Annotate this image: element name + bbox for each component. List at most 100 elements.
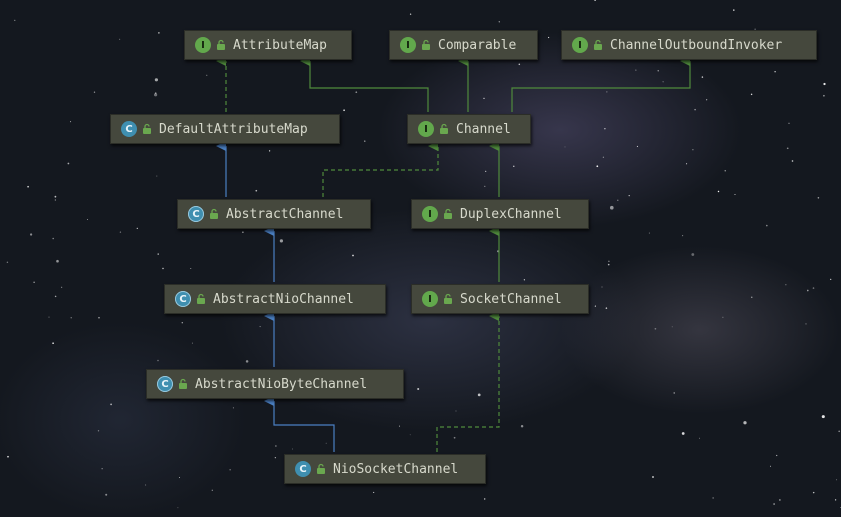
star (523, 279, 526, 281)
star (786, 147, 789, 150)
star (119, 38, 121, 40)
star (734, 194, 736, 195)
lock-icon (210, 208, 218, 219)
star (606, 91, 608, 93)
node-socketchannel[interactable]: I SocketChannel (411, 284, 589, 314)
star (268, 150, 271, 152)
node-comparable[interactable]: I Comparable (389, 30, 538, 60)
node-channeloutboundinvoker[interactable]: I ChannelOutboundInvoker (561, 30, 817, 60)
interface-icon: I (422, 206, 438, 222)
star (806, 289, 809, 292)
star (607, 263, 610, 266)
star (743, 421, 747, 425)
interface-icon: I (400, 37, 416, 53)
star (232, 407, 234, 409)
node-abstractchannel[interactable]: C AbstractChannel (177, 199, 371, 229)
star (119, 231, 122, 233)
star (110, 403, 112, 406)
node-niosocketchannel[interactable]: C NioSocketChannel (284, 454, 486, 484)
node-duplexchannel[interactable]: I DuplexChannel (411, 199, 589, 229)
node-abstractniobytechannel[interactable]: C AbstractNioByteChannel (146, 369, 404, 399)
lock-icon (143, 123, 151, 134)
star (602, 156, 605, 158)
star (417, 387, 420, 391)
star (453, 436, 456, 439)
star (61, 286, 63, 288)
lock-icon (197, 293, 205, 304)
star (48, 316, 50, 318)
star (409, 13, 412, 15)
star (776, 454, 778, 457)
node-label: AbstractNioChannel (213, 291, 354, 307)
star (594, 305, 596, 307)
star (717, 190, 720, 193)
star (617, 199, 619, 201)
star (733, 9, 735, 11)
star (604, 128, 606, 130)
star (564, 146, 566, 148)
star (834, 499, 837, 501)
node-abstractniochannel[interactable]: C AbstractNioChannel (164, 284, 386, 314)
star (33, 281, 35, 283)
star (352, 254, 354, 257)
edge-channel-channeloutboundinvoker (511, 56, 691, 112)
interface-icon: I (418, 121, 434, 137)
star (398, 425, 401, 427)
star (484, 498, 486, 500)
star (596, 165, 599, 168)
lock-icon (422, 39, 430, 50)
star (636, 145, 638, 147)
node-label: AbstractNioByteChannel (195, 376, 368, 392)
star (206, 74, 208, 76)
star (343, 109, 345, 112)
star (518, 63, 521, 66)
star (686, 163, 688, 165)
star (779, 499, 781, 501)
node-label: DefaultAttributeMap (159, 121, 308, 137)
star (54, 199, 56, 201)
star (608, 260, 610, 262)
star (671, 326, 673, 328)
star (93, 91, 96, 93)
interface-icon: I (572, 37, 588, 53)
star (292, 448, 293, 450)
star (67, 162, 70, 165)
lock-icon (217, 39, 225, 50)
star (153, 93, 158, 97)
star (29, 233, 33, 236)
lock-icon (179, 378, 187, 389)
star (830, 278, 832, 281)
star (54, 295, 57, 298)
star (657, 70, 659, 72)
star (70, 317, 72, 319)
star (145, 484, 147, 486)
star (97, 430, 100, 432)
class-icon: C (121, 121, 137, 137)
node-defaultattributemap[interactable]: C DefaultAttributeMap (110, 114, 340, 144)
star (691, 253, 695, 256)
star (242, 231, 244, 233)
star (105, 493, 108, 496)
star (52, 237, 54, 240)
edge-niosocketchannel-socketchannel (436, 311, 500, 452)
star (245, 360, 249, 363)
edge-channel-attributemap (300, 56, 429, 112)
star (699, 437, 701, 439)
star (652, 476, 654, 478)
lock-icon (594, 39, 602, 50)
star (513, 165, 515, 167)
star (785, 284, 787, 286)
star (477, 393, 481, 397)
star (177, 507, 179, 509)
star (154, 78, 158, 82)
star (805, 323, 807, 325)
node-attributemap[interactable]: I AttributeMap (184, 30, 352, 60)
node-channel[interactable]: I Channel (407, 114, 531, 144)
lock-icon (444, 293, 452, 304)
star (279, 239, 283, 243)
star (325, 442, 327, 444)
star (817, 197, 820, 199)
lock-icon (440, 123, 448, 134)
star (259, 326, 261, 328)
